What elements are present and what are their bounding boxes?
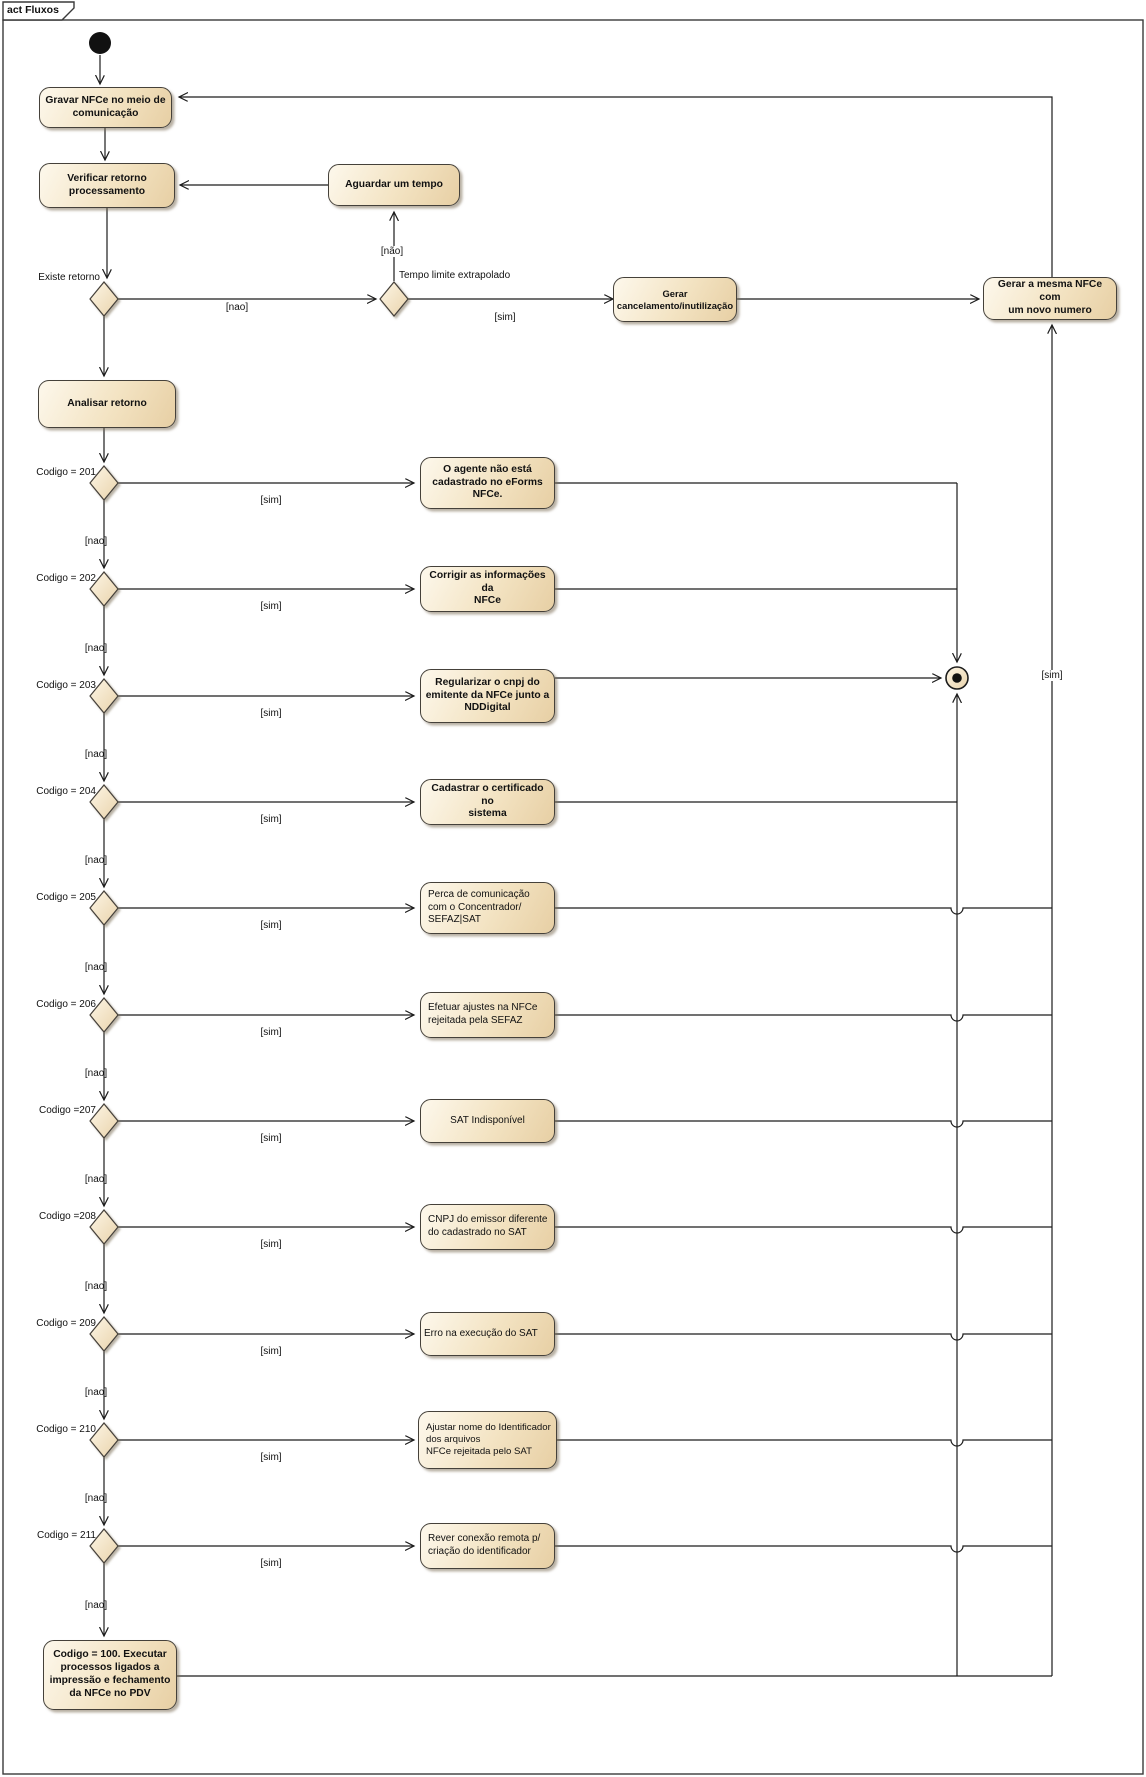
guard-nao-202: [nao] [84, 643, 108, 654]
label-codigo-210: Codigo = 210 [36, 1424, 96, 1435]
label-codigo-204: Codigo = 204 [36, 786, 96, 797]
guard-sim-203: [sim] [260, 708, 282, 719]
action-aguardar-tempo[interactable]: Aguardar um tempo [328, 164, 460, 206]
guard-sim-208: [sim] [260, 1239, 282, 1250]
action-gerar-cancelamento[interactable]: Gerar cancelamento/inutilização [613, 277, 737, 322]
guard-tempo-limite: Tempo limite extrapolado [399, 270, 511, 281]
guard-sim-205: [sim] [260, 920, 282, 931]
guard-sim-204: [sim] [260, 814, 282, 825]
action-row-204[interactable]: Cadastrar o certificado no sistema [420, 779, 555, 825]
action-gravar-nfce[interactable]: Gravar NFCe no meio de comunicação [39, 87, 172, 128]
guard-nao-203: [nao] [84, 749, 108, 760]
decision-codigo-203[interactable] [89, 678, 119, 714]
action-codigo-100[interactable]: Codigo = 100. Executar processos ligados… [43, 1640, 177, 1710]
frame-title: act Fluxos [7, 4, 59, 16]
action-verificar-retorno[interactable]: Verificar retorno processamento [39, 163, 175, 208]
frame-border [2, 19, 1144, 1775]
guard-sim-209: [sim] [260, 1346, 282, 1357]
guard-nao-201: [nao] [84, 536, 108, 547]
decision-tempo-limite[interactable] [379, 281, 409, 317]
final-node[interactable] [945, 666, 969, 690]
action-row-202[interactable]: Corrigir as informações da NFCe [420, 566, 555, 612]
guard-nao-204: [nao] [84, 855, 108, 866]
decision-existe-retorno[interactable] [89, 281, 119, 317]
action-row-203[interactable]: Regularizar o cnpj do emitente da NFCe j… [420, 669, 555, 723]
label-codigo-209: Codigo = 209 [36, 1318, 96, 1329]
decision-codigo-209[interactable] [89, 1316, 119, 1352]
decision-codigo-211[interactable] [89, 1528, 119, 1564]
frame-tab [2, 1, 75, 21]
label-codigo-203: Codigo = 203 [36, 680, 96, 691]
guard-nao-209: [nao] [84, 1387, 108, 1398]
guard-sim-tempo: [sim] [494, 312, 516, 323]
action-gerar-mesma-nfce[interactable]: Gerar a mesma NFCe com um novo numero [983, 277, 1117, 320]
action-row-201[interactable]: O agente não está cadastrado no eForms N… [420, 457, 555, 509]
label-codigo-207: Codigo =207 [39, 1105, 96, 1116]
guard-nao-207: [nao] [84, 1174, 108, 1185]
guard-sim-202: [sim] [260, 601, 282, 612]
decision-codigo-205[interactable] [89, 890, 119, 926]
decision-codigo-202[interactable] [89, 571, 119, 607]
guard-existe-retorno: Existe retorno [38, 272, 100, 283]
guard-nao-existe: [nao] [225, 302, 249, 313]
label-codigo-201: Codigo = 201 [36, 467, 96, 478]
action-row-210[interactable]: Ajustar nome do Identificador dos arquiv… [418, 1411, 557, 1469]
action-row-208[interactable]: CNPJ do emissor diferente do cadastrado … [420, 1204, 555, 1250]
decision-codigo-210[interactable] [89, 1422, 119, 1458]
label-codigo-205: Codigo = 205 [36, 892, 96, 903]
decision-codigo-206[interactable] [89, 997, 119, 1033]
start-node[interactable] [89, 32, 111, 54]
decision-codigo-204[interactable] [89, 784, 119, 820]
decision-codigo-208[interactable] [89, 1209, 119, 1245]
guard-nao-206: [nao] [84, 1068, 108, 1079]
guard-sim-211: [sim] [260, 1558, 282, 1569]
label-codigo-202: Codigo = 202 [36, 573, 96, 584]
action-row-211[interactable]: Rever conexão remota p/ criação do ident… [420, 1523, 555, 1569]
label-codigo-206: Codigo = 206 [36, 999, 96, 1010]
decision-codigo-207[interactable] [89, 1103, 119, 1139]
action-row-206[interactable]: Efetuar ajustes na NFCe rejeitada pela S… [420, 992, 555, 1038]
connector-lines [100, 55, 1052, 1677]
guard-nao-208: [nao] [84, 1281, 108, 1292]
action-row-205[interactable]: Perca de comunicação com o Concentrador/… [420, 882, 555, 934]
guard-nao-tempo: [não] [368, 246, 416, 257]
action-row-207[interactable]: SAT Indisponível [420, 1099, 555, 1143]
guard-nao-210: [nao] [84, 1493, 108, 1504]
guard-sim-206: [sim] [260, 1027, 282, 1038]
label-codigo-211: Codigo = 211 [36, 1530, 96, 1541]
decision-codigo-201[interactable] [89, 465, 119, 501]
action-row-209[interactable]: Erro na execução do SAT [420, 1312, 555, 1356]
guard-sim-retry: [sim] [1028, 670, 1076, 681]
guard-sim-210: [sim] [260, 1452, 282, 1463]
guard-nao-205: [nao] [84, 962, 108, 973]
guard-sim-201: [sim] [260, 495, 282, 506]
guard-sim-207: [sim] [260, 1133, 282, 1144]
action-analisar-retorno[interactable]: Analisar retorno [38, 380, 176, 428]
label-codigo-208: Codigo =208 [39, 1211, 96, 1222]
guard-nao-211: [nao] [84, 1600, 108, 1611]
